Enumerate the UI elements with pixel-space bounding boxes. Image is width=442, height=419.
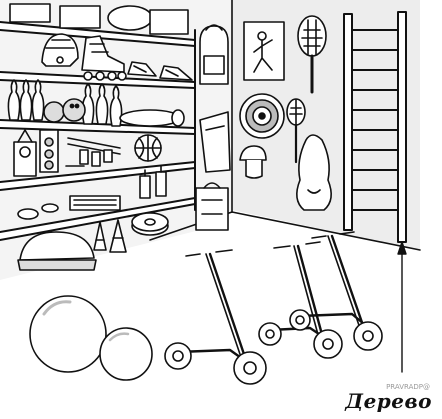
gym-bag-icon	[195, 182, 229, 231]
cap-icon	[239, 145, 267, 179]
trophy-icon	[13, 129, 59, 177]
weight-plates-icon	[17, 195, 121, 220]
badminton-racket-icon	[286, 98, 306, 164]
scooter-icon	[258, 241, 343, 359]
wall-bars-icon	[343, 11, 407, 243]
storage-boxes	[9, 3, 189, 35]
dumbbells-icon	[65, 137, 121, 167]
tennis-racket-icon	[297, 15, 327, 94]
bowling-balls-icon	[43, 98, 86, 123]
scooter-icon	[164, 249, 267, 385]
rolled-mat-icon	[119, 109, 185, 127]
dartboard-icon	[239, 93, 285, 139]
tape-reel-icon	[131, 212, 169, 236]
bottles-icon	[139, 165, 167, 199]
bowling-pins-icon	[7, 79, 123, 127]
basketball-icon	[134, 134, 162, 162]
pointer-arrow	[397, 241, 407, 373]
towel-icon	[199, 111, 231, 173]
backpack-icon	[199, 24, 229, 85]
exercise-ball-icon	[29, 295, 153, 381]
traffic-cones-icon	[93, 219, 127, 253]
sneakers-icon	[127, 61, 193, 81]
caption-label: Дерево	[345, 389, 432, 413]
poster-icon	[243, 21, 285, 81]
helmet-icon	[41, 33, 79, 67]
balance-ball-icon	[17, 231, 97, 271]
watermark-text: PRAVRADP@	[386, 383, 430, 391]
guitar-case-icon	[296, 134, 332, 211]
scooter-icon	[289, 231, 383, 351]
roller-skate-icon	[81, 35, 127, 81]
